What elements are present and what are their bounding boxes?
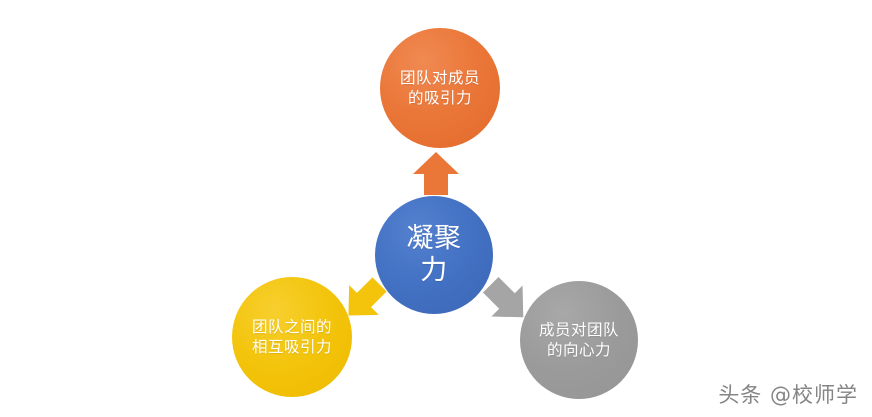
node-label: 团队对成员的吸引力 xyxy=(399,68,480,107)
node-mutual-attraction-between-teams[interactable]: 团队之间的相互吸引力 xyxy=(232,277,352,397)
watermark: 头条 @校师学 xyxy=(718,383,858,407)
node-label: 团队之间的相互吸引力 xyxy=(251,317,332,356)
arrow-up-icon xyxy=(412,150,460,196)
node-member-centripetal-force[interactable]: 成员对团队的向心力 xyxy=(520,281,638,399)
node-team-attracts-member[interactable]: 团队对成员的吸引力 xyxy=(380,28,500,148)
hub-label: 凝聚力 xyxy=(406,223,462,286)
node-label: 成员对团队的向心力 xyxy=(538,320,619,359)
node-cohesion-hub[interactable]: 凝聚力 xyxy=(375,196,493,314)
arrow-down-left-icon xyxy=(336,272,392,328)
arrow-down-right-icon xyxy=(478,272,536,330)
